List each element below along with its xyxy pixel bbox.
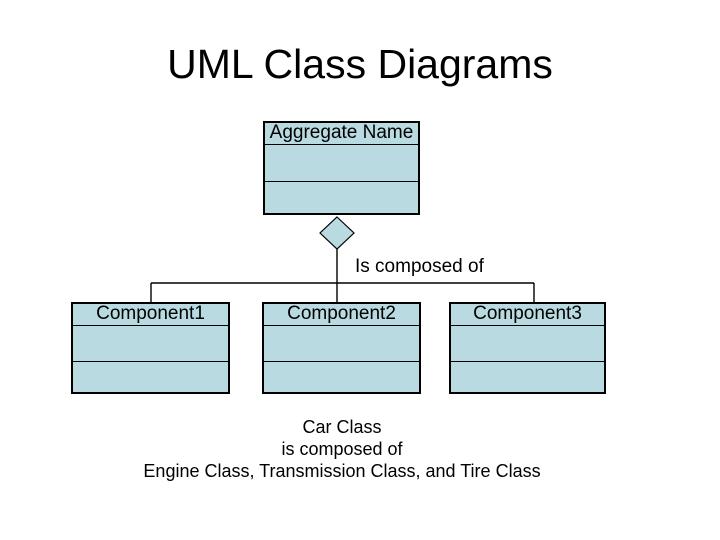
aggregate-attributes-compartment: [265, 145, 418, 182]
component2-attributes-compartment: [264, 326, 419, 362]
component3-name-label: Component3: [451, 304, 604, 326]
component1-operations-compartment: [73, 362, 228, 392]
aggregate-operations-compartment: [265, 182, 418, 213]
aggregate-name-label: Aggregate Name: [265, 123, 418, 145]
component1-attributes-compartment: [73, 326, 228, 362]
caption-block: Car Class is composed of Engine Class, T…: [42, 416, 642, 482]
component3-attributes-compartment: [451, 326, 604, 362]
caption-line-1: Car Class: [302, 417, 382, 437]
component1-class-box: Component1: [71, 302, 230, 394]
component2-class-box: Component2: [262, 302, 421, 394]
caption-line-2: is composed of: [281, 439, 403, 459]
aggregate-class-box: Aggregate Name: [263, 121, 420, 215]
component2-operations-compartment: [264, 362, 419, 392]
aggregation-diamond-icon: [319, 216, 355, 250]
slide-title: UML Class Diagrams: [167, 41, 553, 87]
component1-name-label: Component1: [73, 304, 228, 326]
component2-name-label: Component2: [264, 304, 419, 326]
component3-class-box: Component3: [449, 302, 606, 394]
component3-operations-compartment: [451, 362, 604, 392]
caption-line-3: Engine Class, Transmission Class, and Ti…: [143, 461, 541, 481]
relationship-label: Is composed of: [355, 256, 484, 277]
